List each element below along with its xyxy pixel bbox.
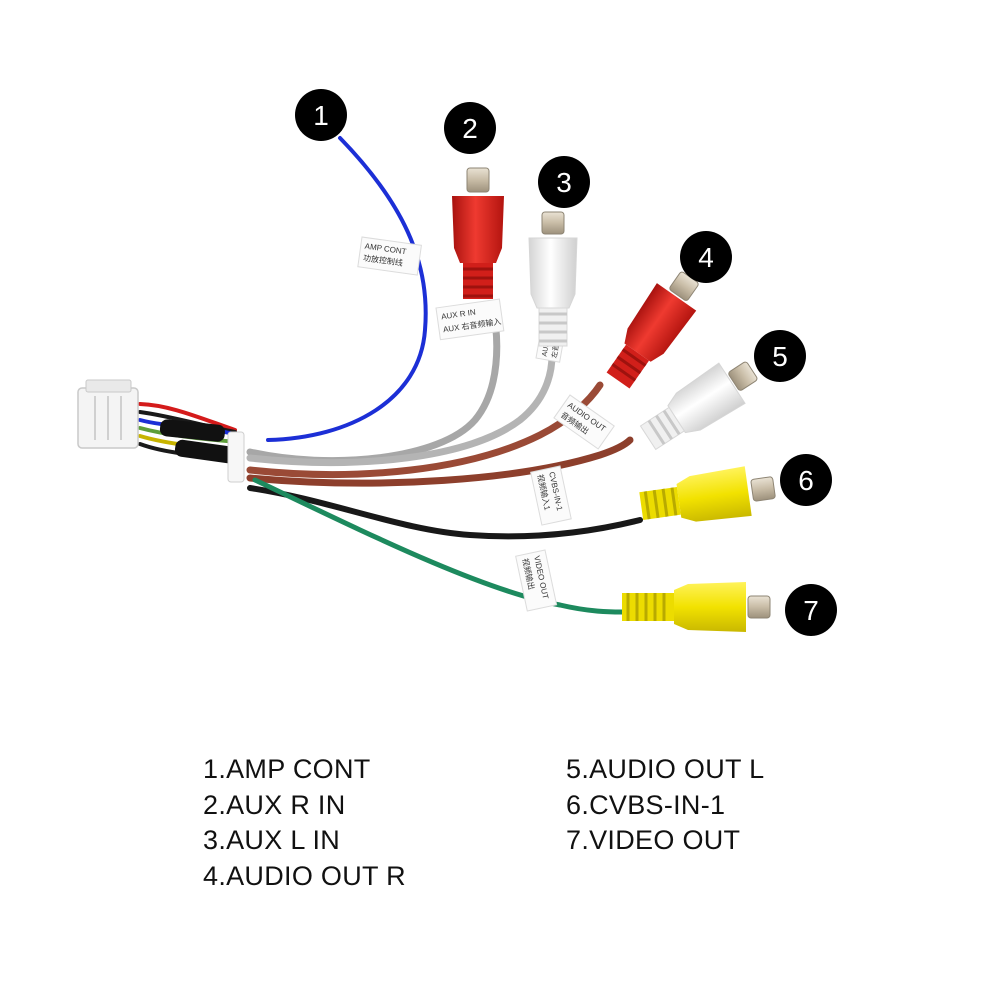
label-tag-cvbs: CVBS-IN-1 视频输入1: [530, 465, 572, 526]
label-tag-video-out: VIDEO OUT 视频输出: [515, 549, 558, 612]
rca-plug-4-red: [606, 271, 699, 389]
callout-4: 4: [680, 231, 732, 283]
harness-connector: [77, 379, 139, 449]
rca-plug-3-white: [528, 211, 578, 347]
wire-aux-l: [246, 351, 556, 466]
legend-item-4: 4.AUDIO OUT R: [203, 860, 406, 891]
legend-left-column: 1.AMP CONT 2.AUX R IN 3.AUX L IN 4.AUDIO…: [203, 752, 406, 894]
legend-item-5: 5.AUDIO OUT L: [566, 754, 765, 784]
callout-5: 5: [754, 330, 806, 382]
label-tag-amp: AMP CONT 功放控制线: [357, 236, 422, 276]
legend-right-column: 5.AUDIO OUT L 6.CVBS-IN-1 7.VIDEO OUT: [566, 752, 764, 859]
rca-plug-7-yellow: [622, 582, 771, 632]
wiring-harness-photo: AMP CONT 功放控制线 AUX R IN AUX 右音频输入 AUX L …: [77, 89, 837, 636]
rca-plug-2-red: [452, 167, 504, 299]
label-tag-aux-r: AUX R IN AUX 右音频输入: [435, 298, 505, 341]
callout-6: 6: [780, 454, 832, 506]
callout-4-number: 4: [698, 242, 714, 273]
callout-3: 3: [538, 156, 590, 208]
legend-item-3: 3.AUX L IN: [203, 825, 341, 855]
legend-item-7: 7.VIDEO OUT: [566, 825, 741, 855]
callout-2-number: 2: [462, 113, 478, 144]
legend-item-6: 6.CVBS-IN-1: [566, 789, 726, 820]
callout-5-number: 5: [772, 341, 788, 372]
callout-3-number: 3: [556, 167, 572, 198]
legend-item-1: 1.AMP CONT: [203, 754, 371, 784]
wire-audio-out-l: [246, 436, 634, 487]
wire-amp-cont: [266, 136, 428, 442]
callout-7: 7: [785, 584, 837, 636]
wires: [138, 136, 643, 615]
callout-7-number: 7: [803, 595, 819, 626]
callout-6-number: 6: [798, 465, 814, 496]
wire-cvbs-in: [247, 485, 643, 540]
rca-plug-6-yellow: [639, 466, 776, 522]
rca-plug-5-white: [639, 361, 758, 451]
wire-video-out: [252, 477, 625, 615]
legend-item-2: 2.AUX R IN: [203, 789, 346, 820]
callout-1-number: 1: [313, 100, 329, 131]
callout-2: 2: [444, 102, 496, 154]
callout-1: 1: [295, 89, 347, 141]
